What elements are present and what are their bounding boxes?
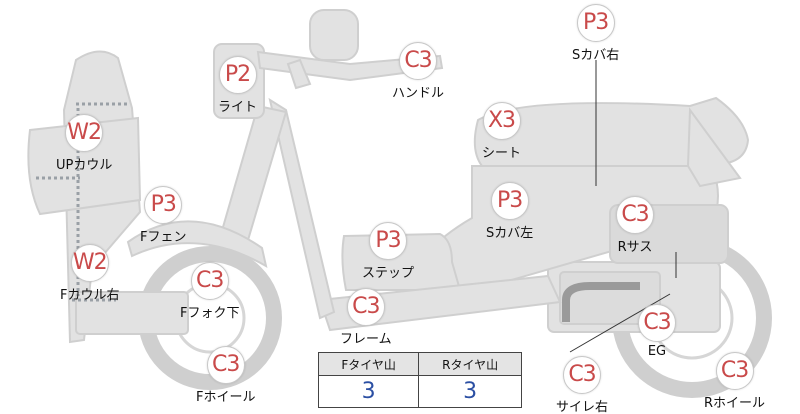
front-wheel-callout: C3 Fホイール <box>196 346 255 405</box>
muffler-right-code-badge: C3 <box>563 356 601 394</box>
seat-label: シート <box>482 146 522 161</box>
front-fork-lower-code-badge: C3 <box>190 262 229 300</box>
front-cowl-right-code-badge: W2 <box>70 244 109 282</box>
side-cover-left-callout: P3 Sカバ左 <box>486 182 533 241</box>
tire-table-value-row: 3 3 <box>317 375 522 408</box>
side-cover-right-label: Sカバ右 <box>572 48 620 63</box>
rear-tire-header: Rタイヤ山 <box>418 352 522 376</box>
step-callout: P3 ステップ <box>362 222 414 281</box>
step-label: ステップ <box>362 266 415 281</box>
handle-callout: C3 ハンドル <box>392 42 444 101</box>
up-cowl-label: UPカウル <box>56 158 113 173</box>
tire-table-header-row: Fタイヤ山 Rタイヤ山 <box>317 352 522 376</box>
side-cover-right-code-badge: P3 <box>576 4 615 42</box>
light-callout: P2 ライト <box>218 56 257 115</box>
front-fender-callout: P3 Fフェン <box>140 186 186 245</box>
front-wheel-label: Fホイール <box>196 390 256 405</box>
side-cover-left-label: Sカバ左 <box>486 226 534 241</box>
muffler-right-callout: C3 サイレ右 <box>556 356 608 414</box>
seat-shape <box>473 96 750 167</box>
front-fender-label: Fフェン <box>140 230 187 245</box>
seat-code-badge: X3 <box>482 102 521 140</box>
up-cowl-callout: W2 UPカウル <box>56 114 112 173</box>
engine-label: EG <box>647 344 667 359</box>
engine-code-badge: C3 <box>638 304 676 342</box>
frame-label: フレーム <box>340 332 392 347</box>
rear-suspension-callout: C3 Rサス <box>616 196 654 255</box>
side-cover-right-callout: P3 Sカバ右 <box>572 4 619 63</box>
front-tire-value: 3 <box>317 375 420 408</box>
handle-code-badge: C3 <box>399 42 437 80</box>
front-cowl-right-callout: W2 Fカウル右 <box>60 244 119 303</box>
front-cowl-right-label: Fカウル右 <box>60 288 120 303</box>
rear-wheel-label: Rホイール <box>704 396 766 411</box>
seat-callout: X3 シート <box>482 102 521 161</box>
handle-label: ハンドル <box>392 86 445 101</box>
rear-tire-value: 3 <box>418 375 522 408</box>
light-code-badge: P2 <box>218 56 257 94</box>
frame-code-badge: C3 <box>346 288 385 326</box>
front-fender-shape <box>126 220 268 268</box>
engine-callout: C3 EG <box>638 304 676 359</box>
rear-suspension-code-badge: C3 <box>616 196 654 234</box>
rear-wheel-callout: C3 Rホイール <box>704 352 765 411</box>
tire-tread-table: Fタイヤ山 Rタイヤ山 3 3 <box>317 352 522 408</box>
rear-wheel-code-badge: C3 <box>715 352 754 390</box>
light-label: ライト <box>218 100 258 115</box>
front-wheel-code-badge: C3 <box>206 346 245 384</box>
muffler-right-label: サイレ右 <box>556 400 609 414</box>
rear-suspension-label: Rサス <box>617 240 653 255</box>
frame-callout: C3 フレーム <box>340 288 392 347</box>
side-cover-left-code-badge: P3 <box>490 182 529 220</box>
front-fork-lower-label: Fフォク下 <box>180 306 240 321</box>
step-code-badge: P3 <box>369 222 407 260</box>
up-cowl-code-badge: W2 <box>65 114 104 152</box>
front-fork-lower-callout: C3 Fフォク下 <box>180 262 239 321</box>
front-fender-code-badge: P3 <box>144 186 183 224</box>
front-tire-header: Fタイヤ山 <box>317 352 420 376</box>
